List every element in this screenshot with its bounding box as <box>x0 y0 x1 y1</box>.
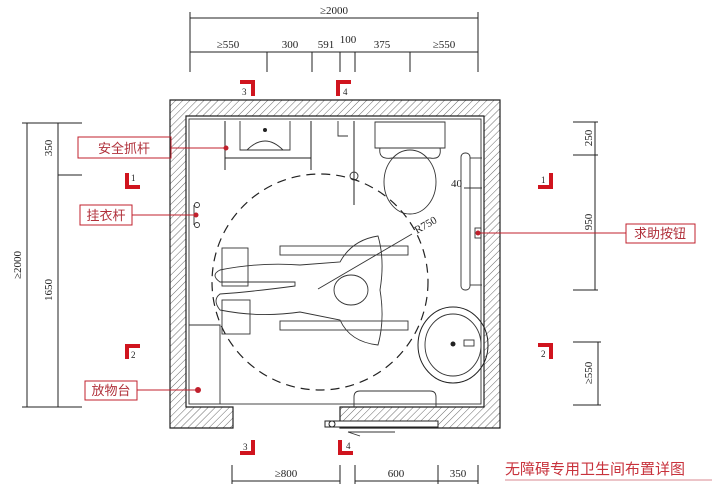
turning-circle <box>211 173 429 391</box>
callout-coat-hook: 挂衣杆 <box>79 204 199 226</box>
dim-label: 600 <box>388 468 405 480</box>
section-label: 1 <box>131 173 136 183</box>
section-mark-4-bottom <box>338 440 353 455</box>
grab-bar-top <box>224 121 312 170</box>
grab-bar-right: 40 <box>451 152 482 291</box>
section-label: 2 <box>541 349 546 359</box>
section-label: 1 <box>541 175 546 185</box>
top-overall-dim: ≥2000 <box>320 5 349 17</box>
callout-label: 放物台 <box>91 384 130 399</box>
callout-shelf: 放物台 <box>84 380 201 401</box>
dim-label: 591 <box>318 39 335 51</box>
shelf <box>189 324 221 404</box>
section-mark-1-left <box>125 173 140 189</box>
section-mark-1-right <box>538 173 553 189</box>
section-marks: 3 4 3 4 1 2 1 2 <box>125 80 553 455</box>
section-mark-3-bottom <box>240 440 255 455</box>
callout-help-button: 求助按钮 <box>475 223 696 244</box>
dim-label: ≥550 <box>433 39 456 51</box>
drawing-title: 无障碍专用卫生间布置详图 <box>505 460 685 478</box>
dim-label: 250 <box>583 129 595 146</box>
radius-label: R750 <box>413 214 440 237</box>
section-label: 3 <box>242 87 247 97</box>
dim-label: 100 <box>340 34 357 46</box>
dim-label: 950 <box>583 213 595 230</box>
callout-label: 安全抓杆 <box>98 141 150 157</box>
washbasin <box>417 306 489 384</box>
radius-line <box>317 233 413 290</box>
dim-label: ≥800 <box>275 468 298 480</box>
right-dimensions: 250 950 ≥550 <box>573 121 601 406</box>
callout-label: 求助按钮 <box>634 227 686 242</box>
vertical-grab-bar <box>337 121 359 205</box>
section-label: 3 <box>243 442 248 452</box>
section-label: 2 <box>131 350 136 360</box>
section-label: 4 <box>346 441 351 451</box>
dim-label: 1650 <box>43 279 55 302</box>
grab-bar-bottom <box>353 390 437 407</box>
callout-grab-bar: 安全抓杆 <box>77 136 229 159</box>
callout-label: 挂衣杆 <box>86 208 125 224</box>
section-mark-4-top <box>336 80 351 96</box>
dim-label: 300 <box>282 39 299 51</box>
dim-label: ≥550 <box>217 39 240 51</box>
walls <box>169 99 501 429</box>
wheelchair-user <box>214 235 409 346</box>
section-label: 4 <box>343 87 348 97</box>
bottom-dimensions: ≥800 600 350 <box>231 465 479 484</box>
dim-label: 350 <box>43 139 55 156</box>
section-mark-3-top <box>240 80 255 96</box>
left-dimensions: 350 1650 ≥2000 <box>12 122 82 408</box>
section-mark-2-right <box>538 343 553 359</box>
toilet <box>374 121 446 215</box>
door <box>324 420 439 437</box>
top-dimensions: ≥2000 ≥550 300 591 100 375 ≥550 <box>189 5 479 72</box>
bar-gap-label: 40 <box>451 178 463 190</box>
dim-label: ≥550 <box>583 361 595 384</box>
left-overall-dim: ≥2000 <box>12 250 24 279</box>
dim-label: 375 <box>374 39 391 51</box>
section-mark-2-left <box>125 344 140 359</box>
dim-label: 350 <box>450 468 467 480</box>
